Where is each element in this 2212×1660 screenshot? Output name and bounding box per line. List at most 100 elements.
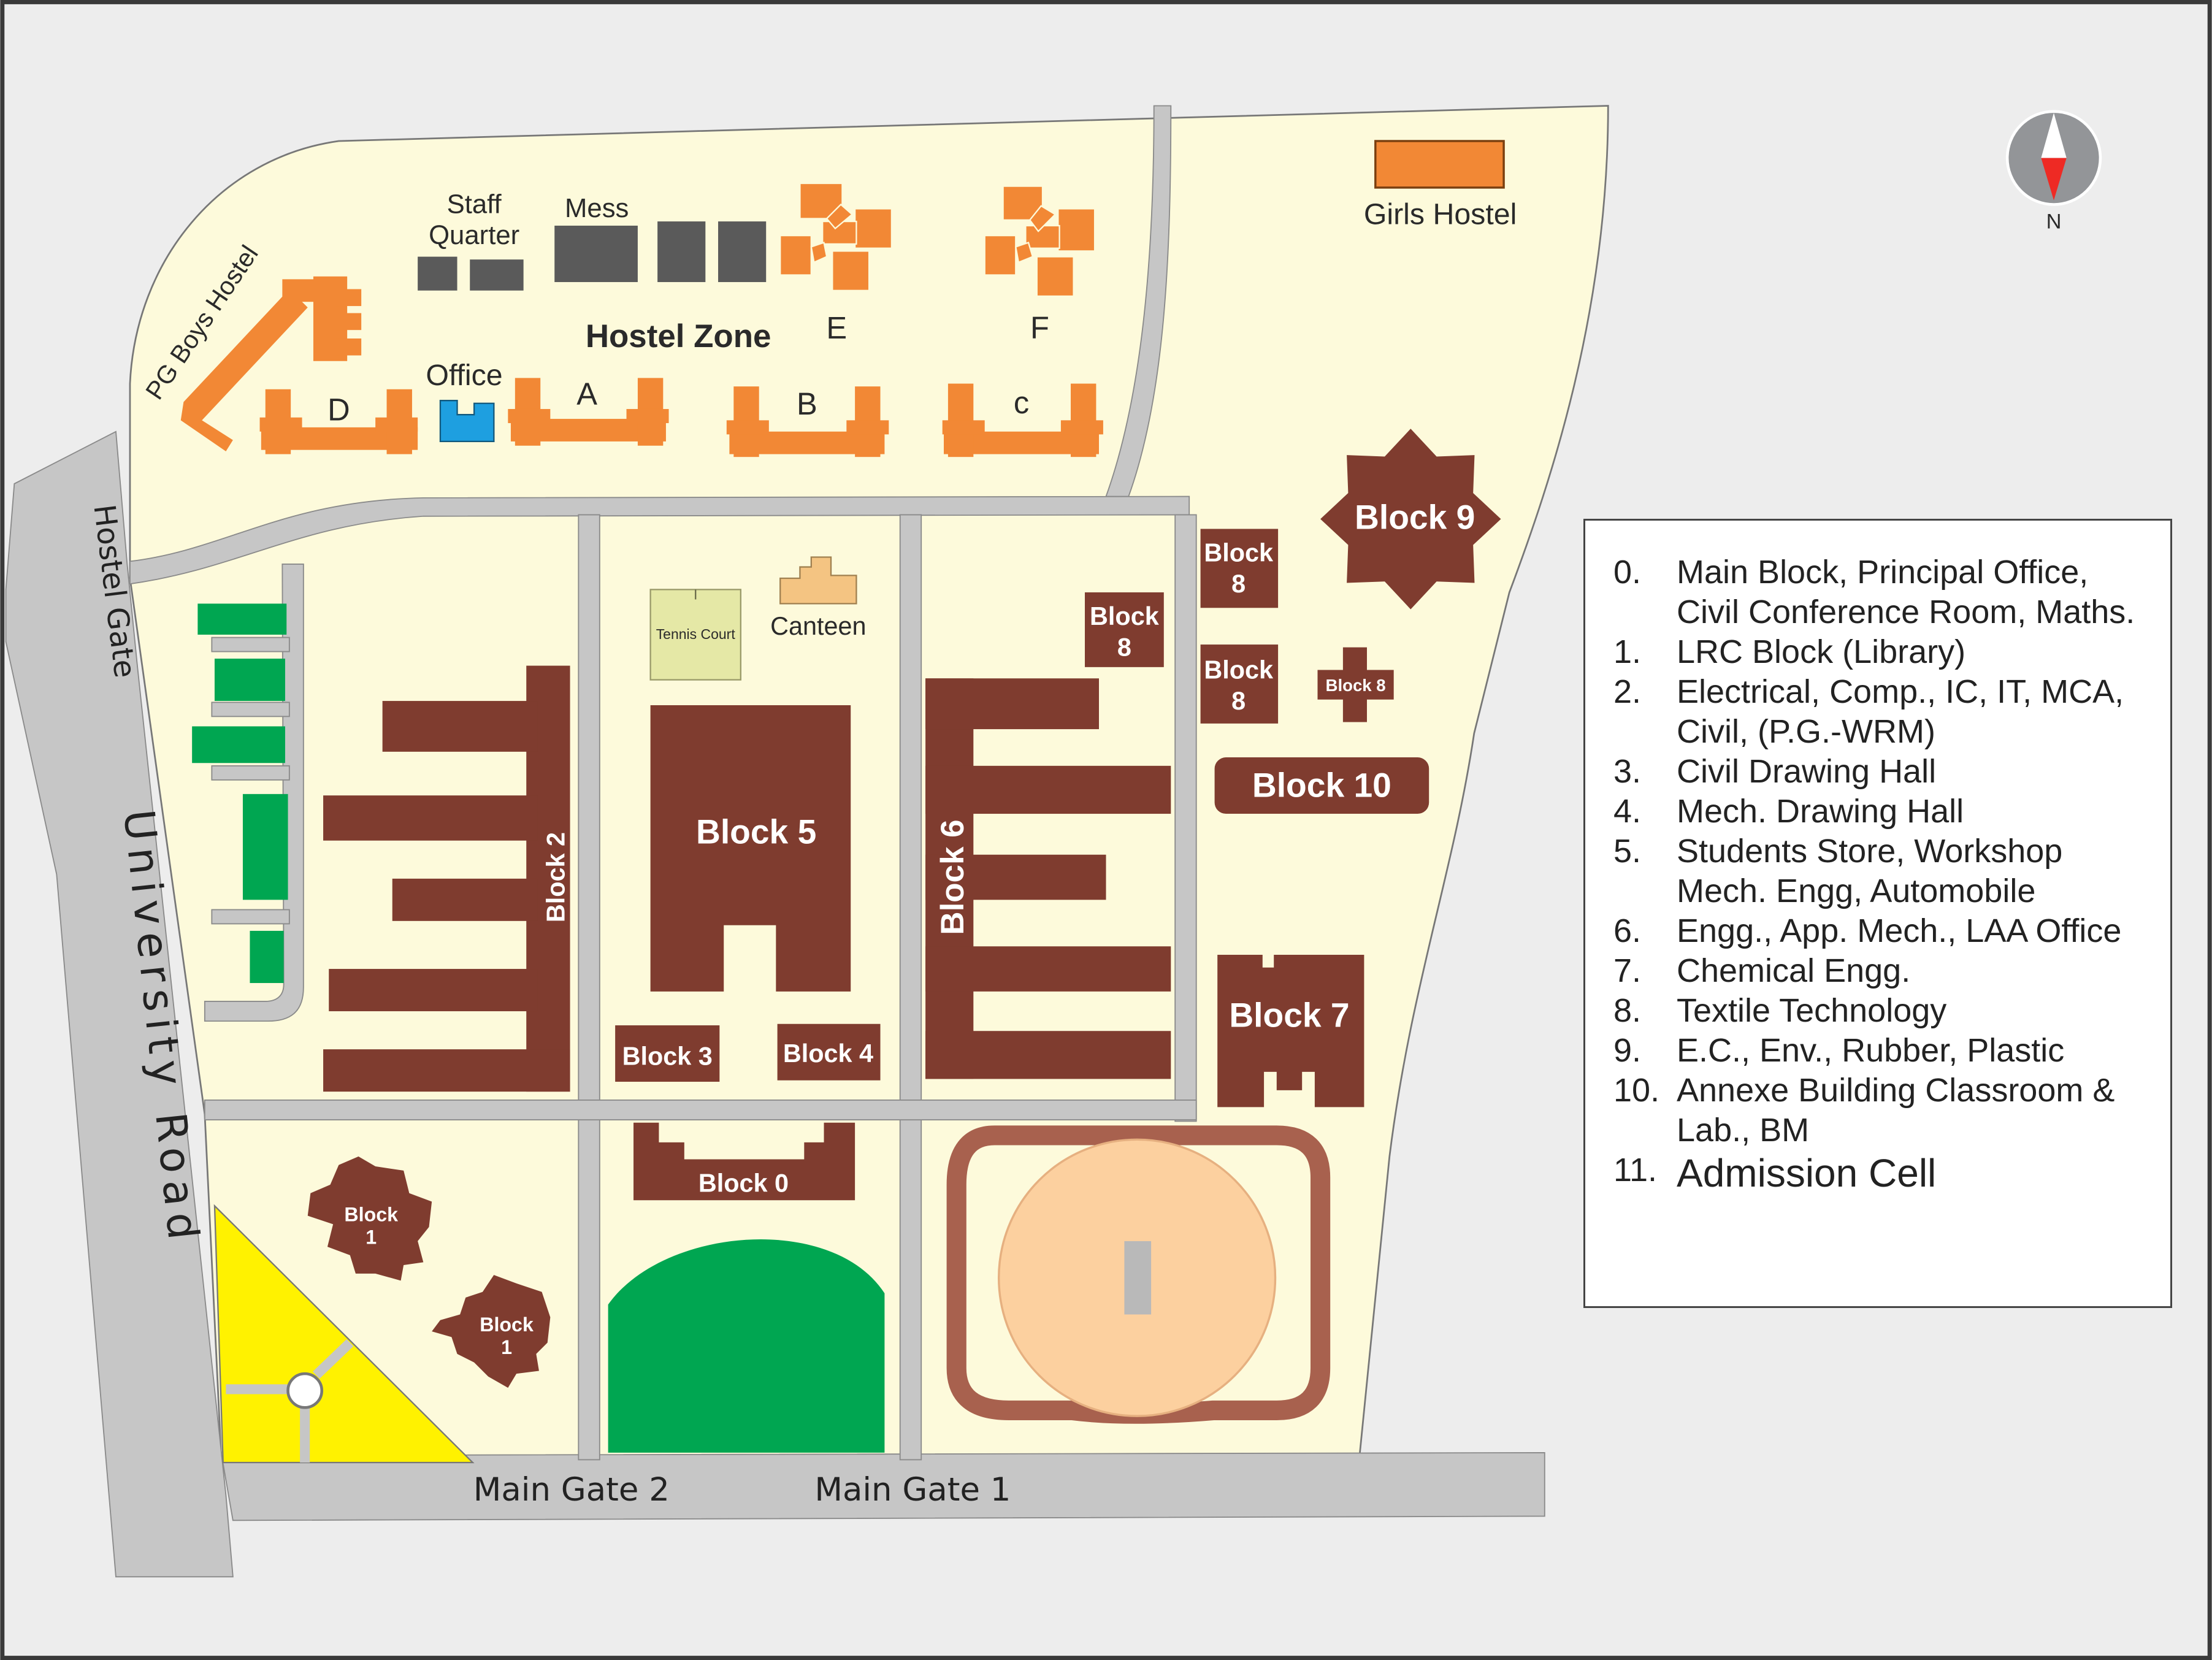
yellow-zone: [213, 1204, 475, 1464]
legend-item: 6.Engg., App. Mech., LAA Office: [1613, 911, 2170, 951]
block-1-number: 1: [501, 1336, 512, 1358]
block-9-label: Block 9: [1355, 498, 1475, 536]
legend-number: 2.: [1613, 673, 1642, 710]
road-v2: [899, 514, 922, 1461]
legend-panel: 0. Main Block, Principal Office, Civil Co…: [1583, 519, 2172, 1308]
legend-text: Students Store, Workshop Mech. Engg, Aut…: [1677, 833, 2063, 909]
legend-item: 11.Admission Cell: [1613, 1150, 2170, 1196]
legend-text: Civil Drawing Hall: [1677, 753, 1937, 790]
main-gate-2-label: Main Gate 2: [473, 1471, 670, 1509]
parking-lane: [211, 637, 290, 652]
road-h-south: [204, 1100, 1197, 1121]
parking-areas: [192, 603, 288, 984]
block-8-number: 8: [1117, 633, 1131, 661]
legend-text: Chemical Engg.: [1677, 952, 1911, 989]
legend-number: 7.: [1613, 952, 1642, 989]
legend-item: 8. Textile Technology: [1613, 991, 2170, 1031]
legend-item: 2.Electrical, Comp., IC, IT, MCA, Civil,…: [1613, 672, 2170, 752]
main-gate-road: [221, 1452, 1545, 1521]
hostel-a-label: A: [576, 377, 597, 411]
block-5: [650, 705, 851, 992]
block-8-label: Block: [1204, 538, 1274, 567]
block-1-upper: [307, 1156, 432, 1281]
legend-item: 10. Annexe Building Classroom & Lab., BM: [1613, 1071, 2170, 1150]
legend-item: 7. Chemical Engg.: [1613, 951, 2170, 991]
cricket-pitch: [1124, 1241, 1152, 1315]
block-8-label: Block: [1090, 602, 1160, 630]
block-0-label: Block 0: [698, 1169, 789, 1197]
office-building: [439, 400, 495, 443]
legend-text: LRC Block (Library): [1677, 633, 1966, 670]
legend-number: 1.: [1613, 633, 1642, 670]
hostel-d-label: D: [327, 392, 350, 427]
mess-label: Mess: [565, 193, 629, 223]
block-7-label: Block 7: [1229, 996, 1349, 1034]
block-1-label: Block: [480, 1314, 534, 1336]
roundabout: [286, 1372, 324, 1409]
block-8-cross: [1317, 647, 1394, 722]
canteen-label: Canteen: [770, 612, 866, 640]
block-1-label: Block: [344, 1204, 398, 1226]
mess-building: [554, 225, 638, 282]
block-8-top: [1200, 529, 1279, 608]
block-1-lower: [432, 1275, 551, 1388]
block-6: [925, 678, 1171, 1079]
canteen: [779, 556, 857, 605]
legend-number: 4.: [1613, 793, 1642, 830]
girls-hostel: [1374, 140, 1505, 189]
hostel-e-label: E: [826, 310, 847, 345]
legend-number: 11.: [1613, 1152, 1658, 1188]
compass-label: N: [2046, 210, 2062, 234]
main-gate-1-label: Main Gate 1: [814, 1471, 1011, 1509]
university-road: [5, 430, 234, 1578]
legend-number: 5.: [1613, 833, 1642, 870]
block-1-number: 1: [365, 1226, 377, 1249]
legend-item: 5. Students Store, Workshop Mech. Engg, A…: [1613, 832, 2170, 911]
hostel-b-label: B: [797, 386, 817, 421]
hostel-buildings: [180, 140, 1505, 457]
block-2: [323, 665, 570, 1092]
mess-building: [718, 221, 767, 282]
hostel-zone-title: Hostel Zone: [586, 318, 771, 354]
road-v1: [578, 514, 600, 1461]
block-2-label: Block 2: [542, 832, 570, 922]
legend-number: 0.: [1613, 554, 1642, 591]
compass-icon: [2005, 110, 2102, 206]
block-4-label: Block 4: [783, 1039, 873, 1068]
legend-number: 10.: [1613, 1072, 1660, 1109]
staff-quarter-label: Staff: [447, 189, 502, 219]
girls-hostel-label: Girls Hostel: [1364, 198, 1517, 231]
block-10: [1214, 757, 1429, 814]
block-8-number: 8: [1231, 687, 1246, 715]
block-5-label: Block 5: [696, 813, 816, 851]
legend-number: 6.: [1613, 912, 1642, 949]
parking-lane: [211, 909, 290, 925]
hostel-f: [984, 185, 1096, 297]
legend-item: 3. Civil Drawing Hall: [1613, 752, 2170, 792]
legend-number: 3.: [1613, 753, 1642, 790]
office-label: Office: [426, 359, 502, 392]
block-8-number: 8: [1231, 570, 1246, 598]
parking-lane: [211, 702, 290, 717]
legend-text: E.C., Env., Rubber, Plastic: [1677, 1032, 2065, 1069]
roads: [5, 105, 1545, 1578]
block-8-left: [1085, 592, 1164, 667]
block-4: [777, 1023, 881, 1081]
legend-item: 0. Main Block, Principal Office, Civil Co…: [1613, 553, 2170, 632]
legend-number: 9.: [1613, 1032, 1642, 1069]
staff-and-mess: [418, 221, 767, 291]
block-8-label: Block: [1204, 656, 1274, 684]
mess-building: [657, 221, 706, 282]
hostel-c-label: c: [1014, 385, 1029, 420]
parking-lane: [211, 765, 290, 781]
legend-text: Main Block, Principal Office, Civil Conf…: [1677, 554, 2135, 630]
legend-text: Mech. Drawing Hall: [1677, 793, 1964, 830]
legend-item: 1. LRC Block (Library): [1613, 632, 2170, 672]
legend-text: Annexe Building Classroom & Lab., BM: [1677, 1072, 2115, 1149]
block-3: [615, 1025, 720, 1082]
legend-text: Textile Technology: [1677, 992, 1947, 1029]
block-0: [633, 1122, 855, 1201]
block-10-label: Block 10: [1252, 766, 1391, 804]
legend-number: 8.: [1613, 992, 1642, 1029]
legend-item: 9. E.C., Env., Rubber, Plastic: [1613, 1031, 2170, 1071]
